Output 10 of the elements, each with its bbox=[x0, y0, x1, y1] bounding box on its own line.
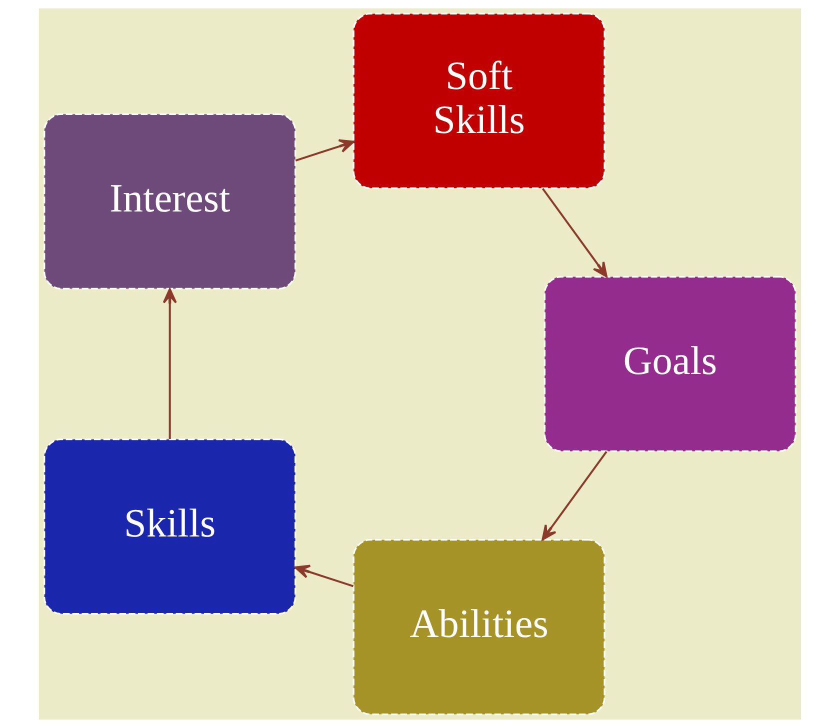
node-box: Skills bbox=[43, 438, 296, 615]
arrow bbox=[541, 188, 607, 278]
node-box: Abilities bbox=[352, 539, 605, 716]
arrow bbox=[294, 564, 354, 588]
node-box: Goals bbox=[543, 276, 796, 452]
node-box: Soft Skills bbox=[352, 12, 605, 189]
arrow bbox=[294, 139, 354, 162]
arrow bbox=[162, 288, 176, 439]
arrow bbox=[541, 451, 607, 540]
node-box: Interest bbox=[43, 113, 296, 290]
